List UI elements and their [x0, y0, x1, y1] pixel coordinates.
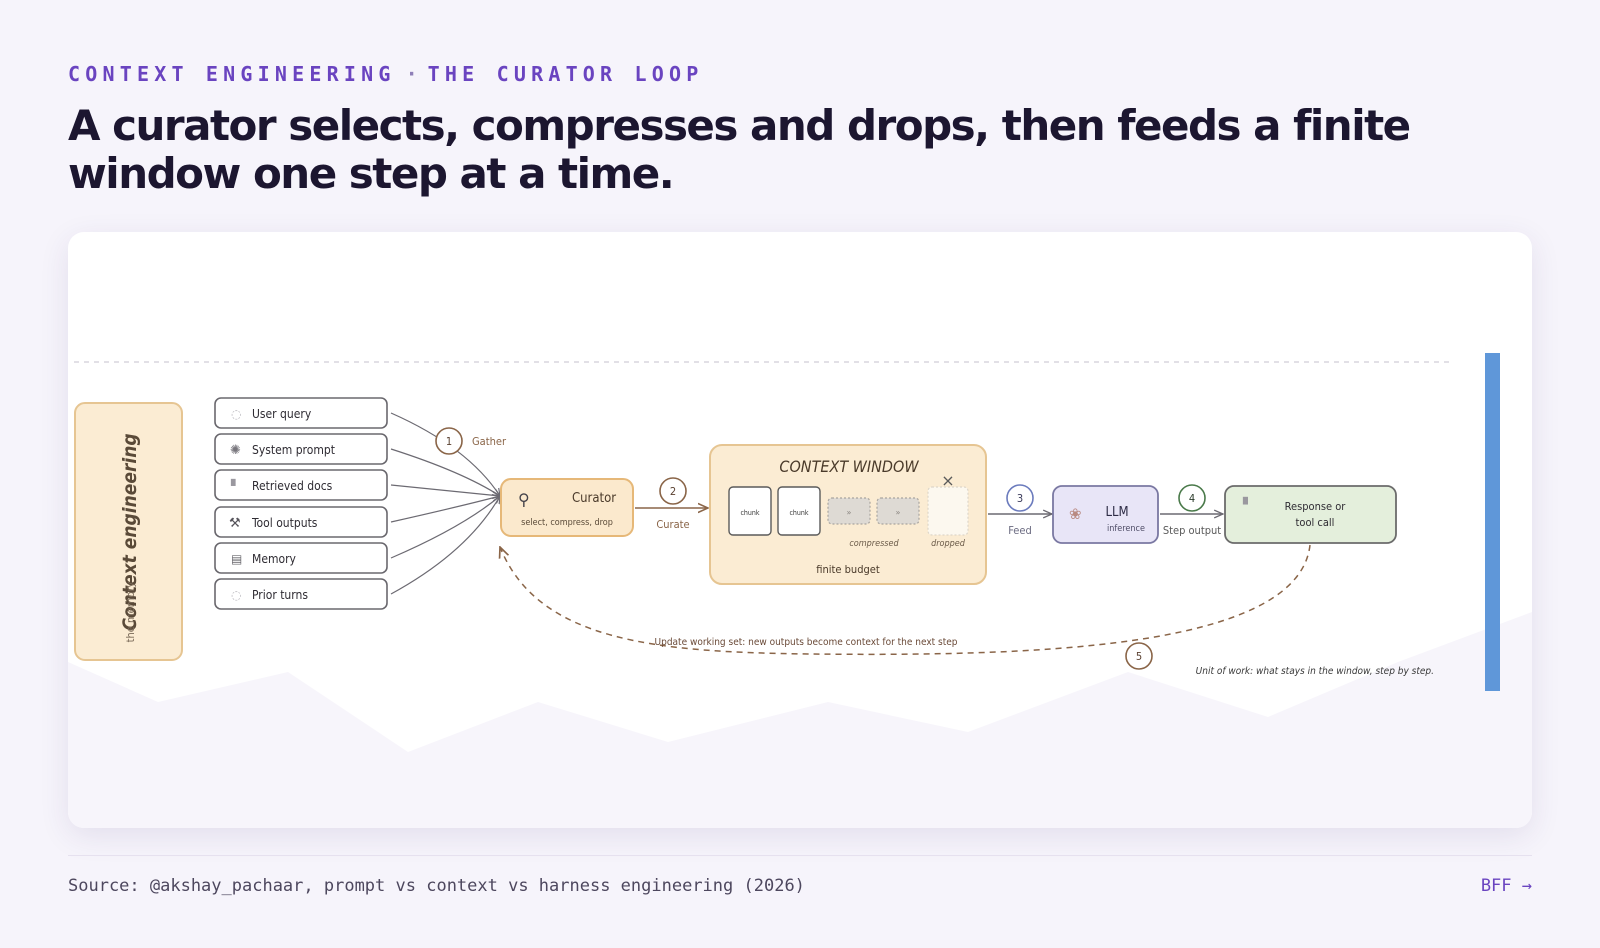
context-window: CONTEXT WINDOW × chunk chunk » » compres… [709, 444, 987, 585]
source-retrieved-docs: ▘ Retrieved docs [214, 469, 388, 501]
response-line2: tool call [1296, 516, 1335, 529]
llm-box: ❀ LLM inference [1052, 485, 1159, 544]
speech-bubble-icon: ◌ [231, 407, 241, 421]
side-label-main: Context engineering [119, 433, 141, 630]
source-system-prompt: ✺ System prompt [214, 433, 388, 465]
gear-icon: ✺ [230, 443, 241, 458]
side-label-sub: the memory [124, 581, 137, 642]
step-number: 3 [1017, 492, 1023, 505]
step-number: 2 [670, 485, 676, 498]
step-3-marker: 3 Feed [1006, 484, 1034, 537]
footer-divider [68, 855, 1532, 856]
curator-title: Curator [572, 491, 616, 506]
budget-label: finite budget [816, 563, 880, 576]
compressed-label: compressed [849, 539, 899, 549]
llm-subtitle: inference [1107, 524, 1145, 534]
chunk-label: chunk [740, 509, 759, 517]
notebook-icon: ▤ [231, 552, 242, 566]
step-label: Curate [656, 518, 689, 531]
curator-loop-diagram: Context engineering the memory ◌ User qu… [68, 353, 1532, 828]
feedback-loop-arrow [500, 544, 1311, 656]
chat-bubble-icon: ◌ [231, 588, 241, 602]
curator-subtitle: select, compress, drop [521, 518, 613, 528]
step-number: 5 [1136, 650, 1142, 663]
side-label-box: Context engineering the memory [74, 402, 183, 661]
response-box: ▘ Response or tool call [1224, 485, 1397, 544]
context-window-title: CONTEXT WINDOW [779, 457, 919, 476]
step-label: Gather [472, 435, 507, 448]
llm-title: LLM [1105, 505, 1128, 520]
source-citation: Source: @akshay_pachaar, prompt vs conte… [68, 876, 805, 896]
step-2-marker: 2 Curate [656, 477, 690, 531]
source-memory: ▤ Memory [214, 542, 388, 574]
step-label: Feed [1008, 524, 1032, 537]
feedback-label: Update working set: new outputs become c… [655, 637, 958, 648]
compressed-chunk [827, 497, 871, 525]
source-label: Prior turns [252, 588, 308, 602]
response-line1: Response or [1285, 500, 1347, 513]
source-tool-outputs: ⚒ Tool outputs [214, 506, 388, 538]
compressed-mark: » [896, 508, 901, 517]
eyebrow-section: CONTEXT ENGINEERING [68, 62, 396, 86]
curator-box: ⚲ Curator select, compress, drop [500, 478, 634, 537]
source-prior-turns: ◌ Prior turns [214, 578, 388, 610]
step-label: Step output [1163, 524, 1221, 537]
step-number: 4 [1189, 492, 1195, 505]
eyebrow-separator: · [405, 62, 418, 86]
page-title: A curator selects, compresses and drops,… [68, 101, 1411, 198]
dropped-chunk [927, 486, 969, 536]
source-label: System prompt [252, 443, 335, 457]
source-label: Tool outputs [251, 516, 318, 530]
step-number: 1 [446, 435, 452, 448]
eyebrow-topic: THE CURATOR LOOP [427, 62, 704, 86]
eyebrow: CONTEXT ENGINEERING · THE CURATOR LOOP [68, 62, 704, 86]
source-label: User query [252, 407, 312, 421]
chunk-box [777, 486, 821, 536]
source-label: Retrieved docs [252, 479, 333, 493]
step-4-marker: 4 Step output [1163, 484, 1221, 537]
magnifier-icon: ⚲ [518, 490, 530, 509]
document-icon: ▘ [230, 478, 240, 493]
compressed-mark: » [847, 508, 852, 517]
brain-icon: ❀ [1069, 505, 1082, 523]
background-terrain [68, 612, 1532, 828]
document-icon: ▘ [1242, 496, 1253, 513]
diagram-card: Context engineering the memory ◌ User qu… [68, 232, 1532, 828]
source-label: Memory [252, 552, 297, 566]
diagram-caption: Unit of work: what stays in the window, … [1196, 666, 1434, 677]
step-1-marker: 1 Gather [435, 427, 507, 455]
dropped-label: dropped [931, 539, 966, 549]
scrollbar[interactable] [1485, 353, 1500, 691]
tools-icon: ⚒ [229, 516, 241, 531]
chunk-label: chunk [789, 509, 808, 517]
compressed-chunk [876, 497, 920, 525]
chunk-box [728, 486, 772, 536]
next-slide-link[interactable]: BFF → [1480, 876, 1532, 896]
step-5-marker: 5 [1125, 642, 1153, 670]
source-user-query: ◌ User query [214, 397, 388, 429]
close-icon: × [941, 471, 954, 490]
